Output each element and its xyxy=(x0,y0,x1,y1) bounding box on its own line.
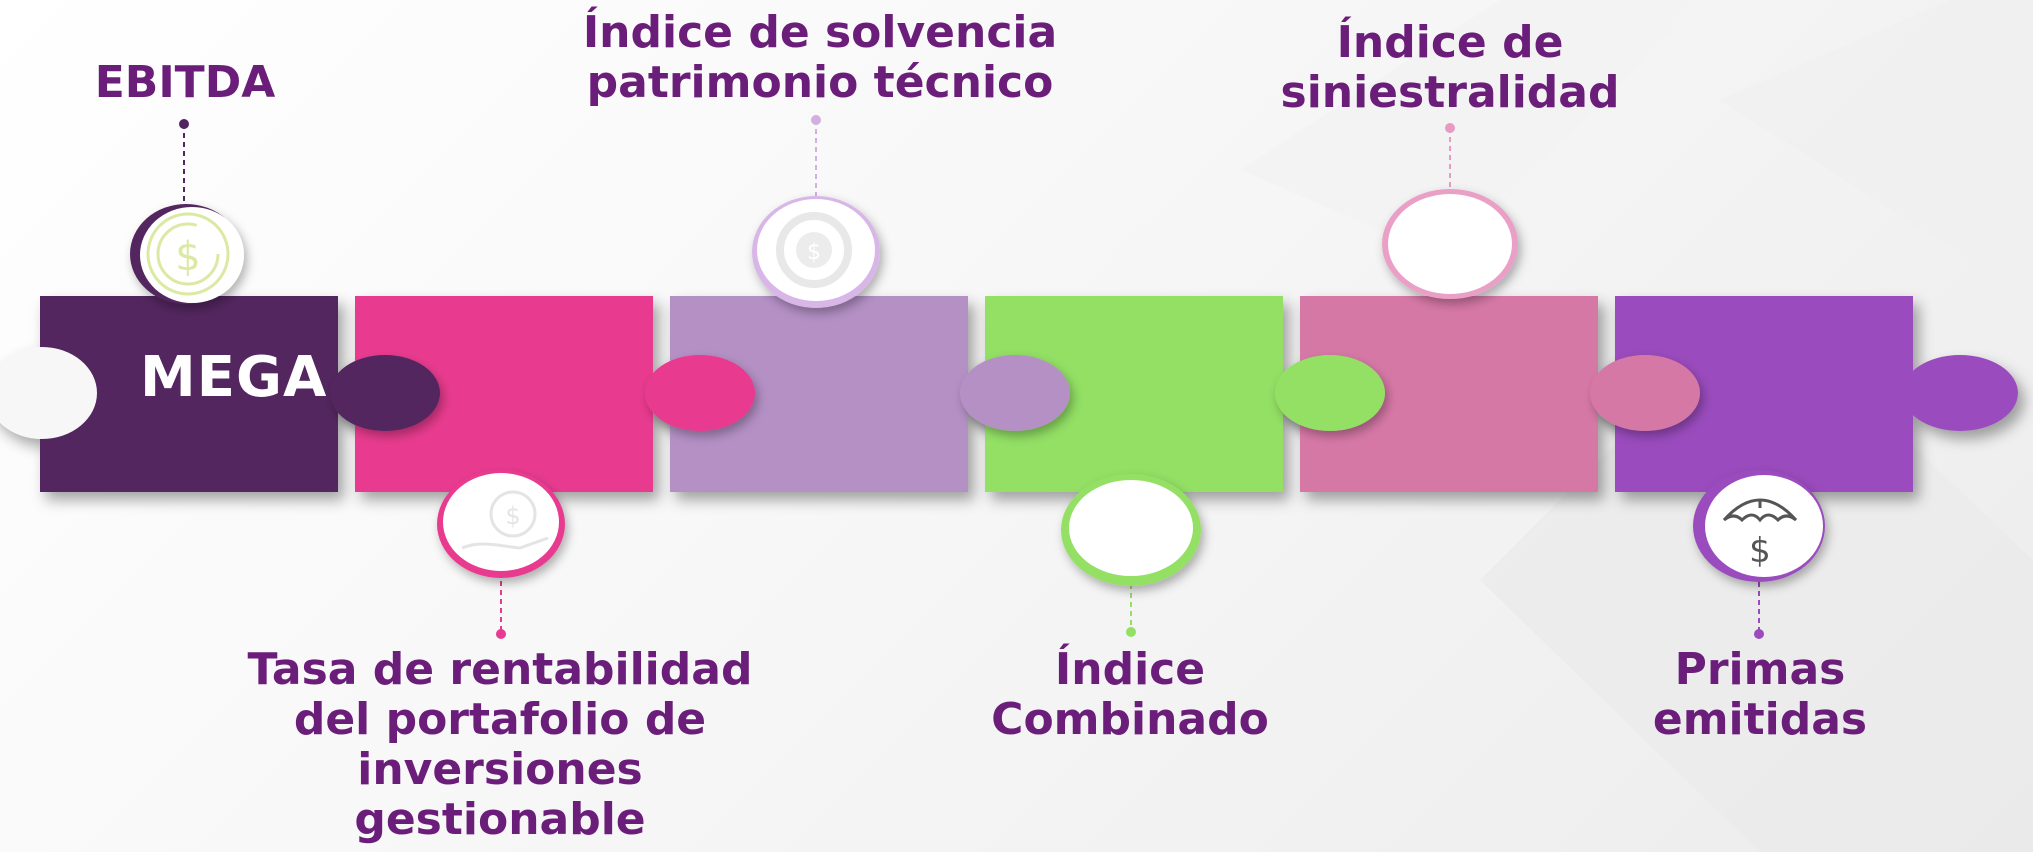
label-solvencia: Índice de solvencia patrimonio técnico xyxy=(582,7,1058,108)
connector-dot xyxy=(179,119,189,129)
umbrella-dollar-icon: $ xyxy=(1693,470,1825,582)
blank-circle-icon xyxy=(1382,189,1518,299)
knob-2 xyxy=(645,355,755,431)
label-primas: Primas emitidas xyxy=(1652,644,1868,745)
svg-text:$: $ xyxy=(175,234,200,280)
knob-4 xyxy=(1275,355,1385,431)
blank-circle-icon xyxy=(1061,474,1201,586)
svg-text:$: $ xyxy=(505,502,520,530)
knob-5 xyxy=(1590,355,1700,431)
svg-text:$: $ xyxy=(1749,531,1771,571)
svg-text:$: $ xyxy=(807,240,821,265)
connector-dot xyxy=(811,115,821,125)
money-bag-hand-icon: $ xyxy=(437,470,565,578)
label-combinado: Índice Combinado xyxy=(991,644,1269,745)
connector-dot xyxy=(1445,123,1455,133)
pie-chart-dollar-icon: $ xyxy=(752,196,880,308)
label-rentabilidad: Tasa de rentabilidad del portafolio de i… xyxy=(247,644,753,845)
center-label: MEGA xyxy=(140,345,328,410)
knob-1 xyxy=(330,355,440,431)
connector-dot xyxy=(1754,629,1764,639)
puzzle-piece-1 xyxy=(0,296,440,492)
label-siniestralidad: Índice de siniestralidad xyxy=(1280,17,1620,118)
knob-3 xyxy=(960,355,1070,431)
label-ebitda: EBITDA xyxy=(94,57,276,108)
connector-dot xyxy=(1126,627,1136,637)
coin-dollar-icon: $ xyxy=(130,204,244,304)
connector-dot xyxy=(496,629,506,639)
